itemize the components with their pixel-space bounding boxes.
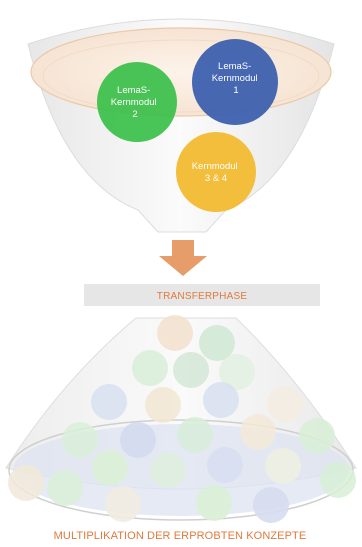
svg-text:LemaS- Kernmodul 2: LemaS- Kernmodul 2 [111, 85, 160, 120]
bowl-base-rim [8, 419, 354, 521]
multiplied-circle [265, 448, 301, 484]
bottom-caption: MULTIPLIKATION DER ERPROBTEN KONZEPTE [54, 530, 307, 542]
multiplied-circle [299, 418, 335, 454]
module-circle-1: LemaS- Kernmodul 1 [192, 39, 278, 125]
module-3-line-1: Kernmodul [192, 161, 238, 172]
multiplied-circle [91, 384, 127, 420]
multiplied-circles [8, 315, 356, 523]
multiplied-circle [199, 325, 235, 361]
svg-text:Kernmodul 3 & 4: Kernmodul 3 & 4 [192, 161, 241, 184]
multiplied-circle [177, 417, 213, 453]
multiplied-circle [267, 386, 303, 422]
funnel-rim-inner [42, 39, 320, 113]
multiplied-circle [207, 447, 243, 483]
module-circle-3: Kernmodul 3 & 4 [176, 132, 256, 212]
multiplied-circle [150, 452, 186, 488]
multiplied-circle [157, 315, 193, 351]
multiplied-circle [120, 422, 156, 458]
module-1-line-2: Kernmodul [212, 73, 258, 84]
module-1-line-3: 1 [233, 85, 238, 96]
multiplied-circle [253, 487, 289, 523]
multiplied-circle [47, 470, 83, 506]
multiplied-circle [320, 462, 356, 498]
transfer-phase-label: TRANSFERPHASE [157, 291, 248, 302]
module-1-line-1: LemaS- [218, 61, 251, 72]
multiplied-circle [196, 485, 232, 521]
module-2-line-1: LemaS- [117, 85, 150, 96]
multiplied-circle [240, 414, 276, 450]
multiplied-circle [62, 422, 98, 458]
module-2-line-2: Kernmodul [111, 97, 157, 108]
multiplied-circle [92, 450, 128, 486]
multiplied-circle [132, 350, 168, 386]
multiplied-circle [173, 352, 209, 388]
multiplied-circle [8, 465, 44, 501]
down-arrow-icon [159, 240, 207, 276]
svg-text:LemaS- Kernmodul 1: LemaS- Kernmodul 1 [212, 61, 261, 96]
funnel-rim [30, 27, 332, 117]
multiplied-circle [203, 382, 239, 418]
multiplied-circle [219, 354, 255, 390]
transfer-phase-bar: TRANSFERPHASE [84, 284, 320, 306]
multiplied-circle [105, 486, 141, 522]
multiplied-circle [145, 387, 181, 423]
top-funnel [27, 18, 335, 233]
module-2-line-3: 2 [132, 109, 137, 120]
module-circle-2: LemaS- Kernmodul 2 [97, 62, 177, 142]
module-3-line-2: 3 & 4 [205, 173, 227, 184]
